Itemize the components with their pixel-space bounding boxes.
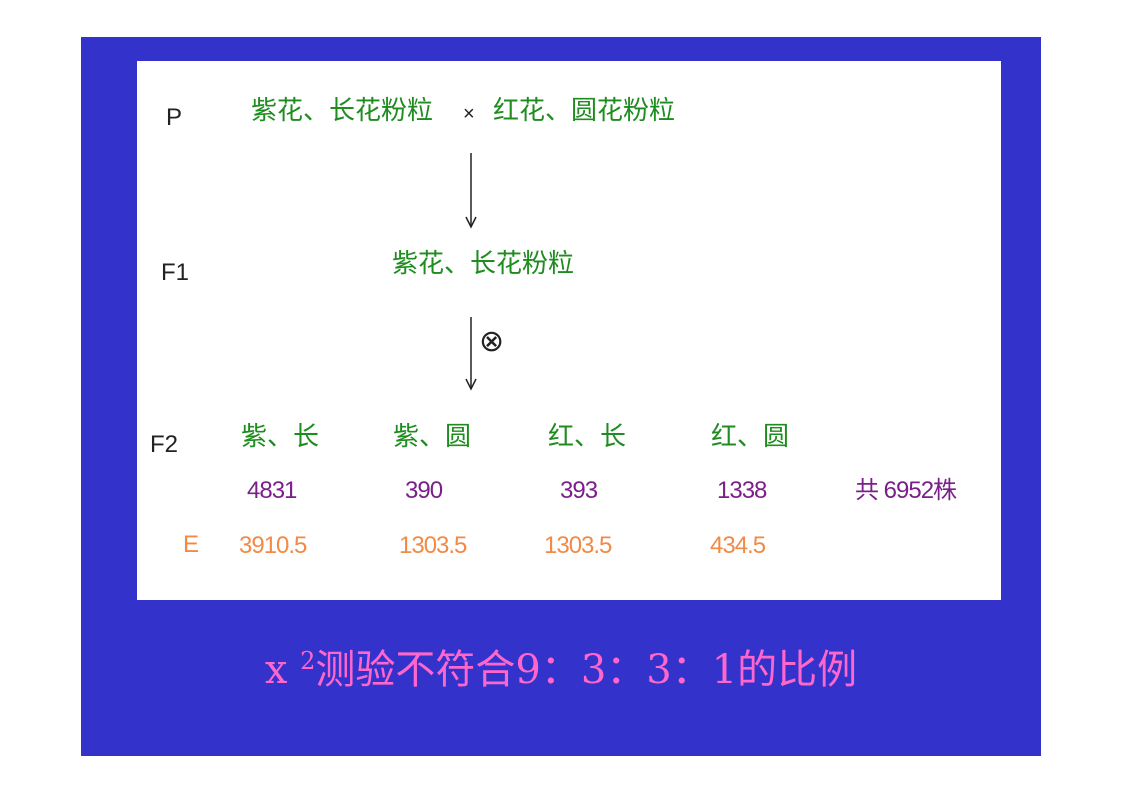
expected-count-purple-long: 3910.5 — [239, 532, 307, 559]
observed-count-purple-round: 390 — [405, 477, 443, 504]
total-plant-count: 共 6952株 — [855, 477, 957, 504]
generation-label-f1: F1 — [161, 259, 190, 286]
generation-label-p: P — [166, 104, 183, 131]
chi-superscript: 2 — [300, 647, 316, 675]
conclusion-text: 测验不符合9：3：3：1的比例 — [315, 647, 858, 693]
parent1-phenotype: 紫花、长花粉粒 — [251, 96, 434, 126]
generation-label-f2: F2 — [150, 431, 179, 458]
observed-count-purple-long: 4831 — [247, 477, 297, 504]
f2-phenotype-purple-round: 紫、圆 — [393, 422, 472, 452]
f2-phenotype-red-round: 红、圆 — [711, 422, 790, 452]
slide-background: P 紫花、长花粉粒 × 红花、圆花粉粒 F1 紫花、长花粉粒 ⊗ F2 紫、长 … — [81, 37, 1041, 756]
arrow-f1-to-f2 — [465, 317, 477, 391]
arrow-p-to-f1 — [465, 153, 477, 229]
expected-count-red-long: 1303.5 — [544, 532, 612, 559]
observed-count-red-round: 1338 — [717, 477, 767, 504]
chi-symbol: x — [264, 647, 288, 693]
cross-symbol: × — [463, 103, 475, 125]
parent2-phenotype: 红花、圆花粉粒 — [493, 96, 676, 126]
observed-count-red-long: 393 — [560, 477, 598, 504]
f2-phenotype-red-long: 红、长 — [548, 422, 627, 452]
generation-label-e: E — [183, 531, 199, 558]
expected-count-purple-round: 1303.5 — [399, 532, 467, 559]
self-pollination-icon: ⊗ — [479, 324, 505, 359]
chi-square-conclusion: x 2测验不符合9：3：3：1的比例 — [81, 637, 1041, 695]
f1-phenotype: 紫花、长花粉粒 — [392, 249, 575, 279]
expected-count-red-round: 434.5 — [710, 532, 766, 559]
f2-phenotype-purple-long: 紫、长 — [241, 422, 320, 452]
cross-diagram-panel: P 紫花、长花粉粒 × 红花、圆花粉粒 F1 紫花、长花粉粒 ⊗ F2 紫、长 … — [137, 61, 1001, 600]
